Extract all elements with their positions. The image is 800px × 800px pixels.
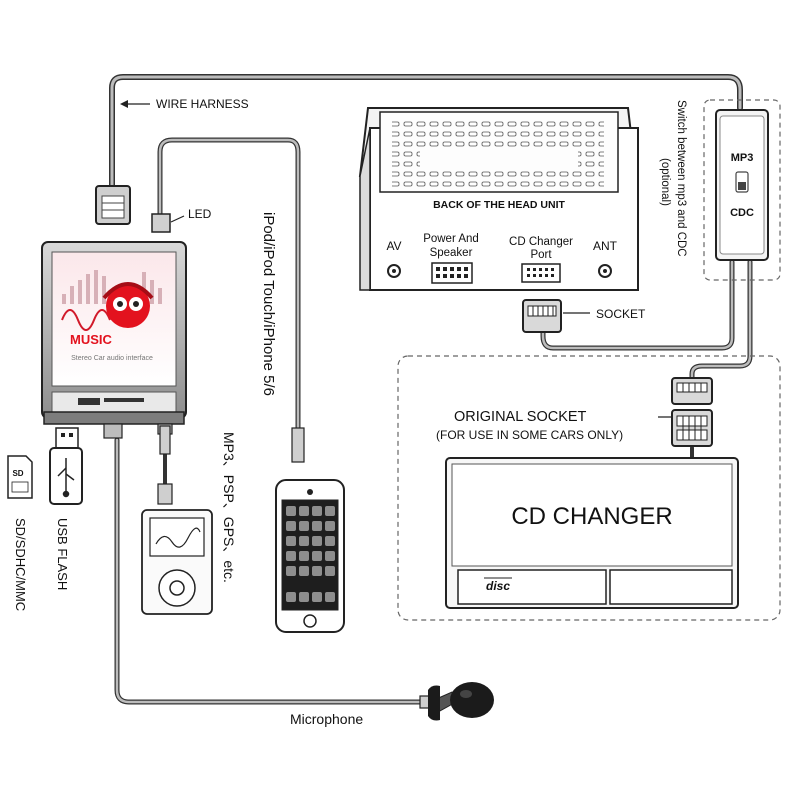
sd-card: SD (7, 455, 33, 499)
cd-port-label-line2: Port (530, 249, 552, 261)
mp3-cdc-switch[interactable]: MP3 CDC (715, 109, 769, 261)
iphone (275, 427, 345, 633)
sd-label: SD/SDHC/MMC (13, 518, 28, 611)
cd-changer-port[interactable] (521, 263, 561, 283)
device-subtitle: Stereo Car audio interface (71, 355, 153, 362)
switch-region (703, 99, 781, 281)
microphone (419, 682, 494, 721)
home-button (303, 614, 317, 628)
switch-note-optional: (optional) (659, 158, 671, 206)
socket-connector[interactable] (522, 299, 562, 333)
interface-box: LED MUSIC Stereo Car audio interface (41, 185, 212, 439)
device-brand: MUSIC (70, 332, 113, 347)
av-label: AV (386, 239, 401, 253)
microphone-label: Microphone (290, 711, 363, 727)
socket-label: SOCKET (596, 307, 646, 321)
wire-harness-label: WIRE HARNESS (156, 97, 249, 111)
head-unit: BACK OF THE HEAD UNIT AV Power And Speak… (358, 107, 639, 291)
app-icons (286, 506, 335, 602)
power-speaker-label-line2: Speaker (430, 247, 473, 259)
cd-changer-title: CD CHANGER (511, 503, 672, 530)
cd-changer-region (397, 355, 781, 621)
cables (109, 74, 753, 705)
original-socket[interactable] (671, 409, 713, 447)
usb-flash-label: USB FLASH (55, 518, 70, 590)
sd-logo: SD (12, 469, 23, 478)
ant-label: ANT (593, 239, 618, 253)
original-socket-label: ORIGINAL SOCKET (454, 409, 587, 425)
changer-plug[interactable] (671, 377, 713, 405)
mp3-player (141, 425, 213, 615)
power-speaker-port[interactable] (431, 262, 473, 284)
disc-logo: disc (486, 579, 510, 593)
switch-mp3-label: MP3 (731, 152, 754, 164)
usb-flash-drive (49, 427, 83, 505)
music-logo (102, 282, 154, 328)
head-unit-title: BACK OF THE HEAD UNIT (433, 199, 565, 211)
cd-port-label-line1: CD Changer (509, 236, 573, 248)
switch-cdc-label: CDC (730, 207, 754, 219)
original-socket-note: (FOR USE IN SOME CARS ONLY) (436, 428, 623, 442)
sd-slot[interactable] (104, 398, 144, 402)
ipod-label: iPod/iPod Touch/iPhone 5/6 (260, 212, 277, 396)
switch-note: Switch between mp3 and CDC (675, 100, 687, 257)
mp3-devices-label: MP3、PSP、GPS、etc. (221, 432, 237, 583)
cd-changer: CD CHANGER disc (445, 457, 739, 609)
led-label: LED (188, 207, 212, 221)
usb-port[interactable] (78, 398, 100, 405)
power-speaker-label-line1: Power And (423, 233, 479, 245)
usb-icon (57, 458, 75, 498)
